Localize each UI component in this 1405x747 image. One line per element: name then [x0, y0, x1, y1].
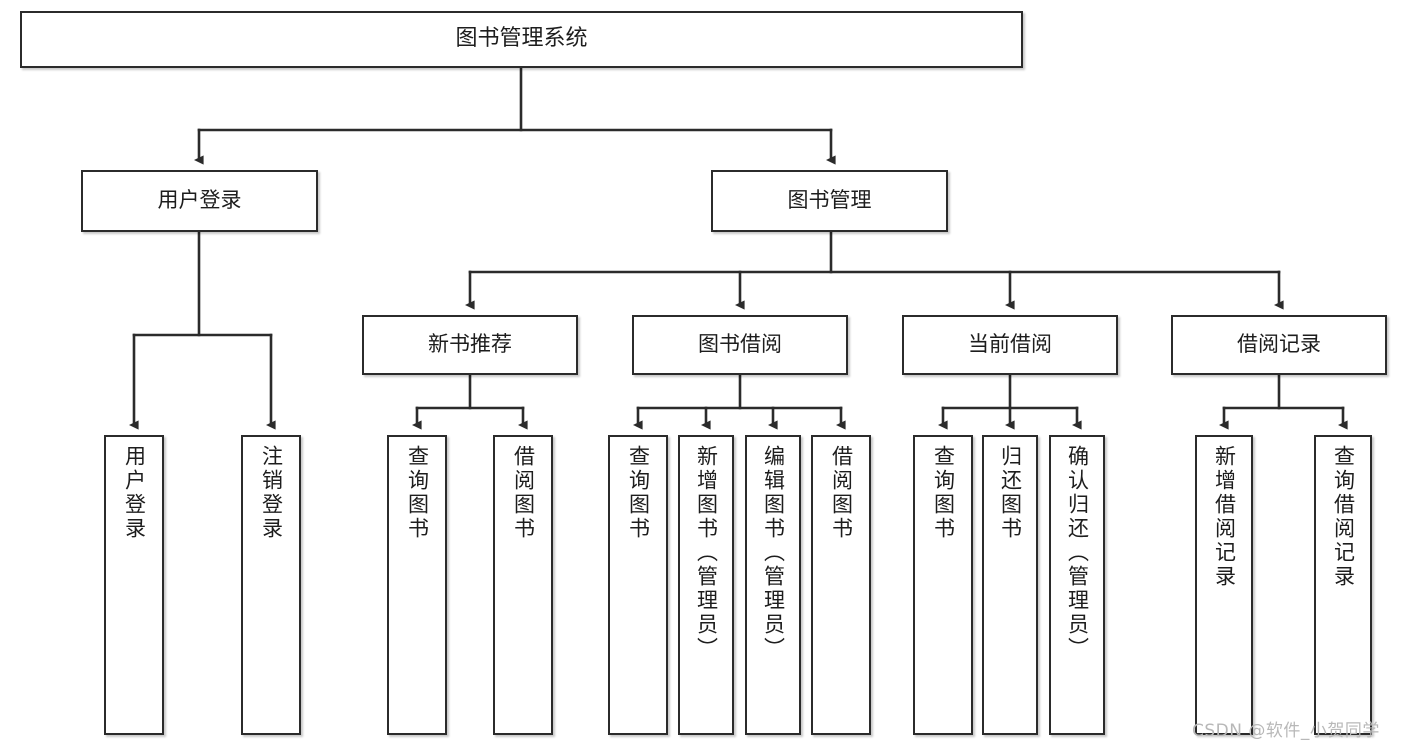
node-leaf-return-book-label: 归还图书 [998, 445, 1023, 541]
node-leaf-confirm-return[interactable]: 确认归还（管理员） [1049, 435, 1105, 735]
node-leaf-query-book-3[interactable]: 查询图书 [913, 435, 973, 735]
csdn-watermark: CSDN @软件_小贺同学 [1192, 721, 1380, 741]
node-leaf-user-login[interactable]: 用户登录 [104, 435, 164, 735]
node-leaf-query-book-3-label: 查询图书 [931, 445, 956, 541]
node-user-login[interactable]: 用户登录 [81, 170, 318, 232]
node-leaf-edit-book[interactable]: 编辑图书（管理员） [745, 435, 801, 735]
node-borrow-record-label: 借阅记录 [1237, 332, 1321, 357]
node-leaf-query-book-2[interactable]: 查询图书 [608, 435, 668, 735]
node-leaf-query-book-2-label: 查询图书 [626, 445, 651, 541]
node-leaf-query-book-1[interactable]: 查询图书 [387, 435, 447, 735]
node-book-borrow-label: 图书借阅 [698, 332, 782, 357]
node-new-book-recommend-label: 新书推荐 [428, 332, 512, 357]
node-leaf-borrow-book-2-label: 借阅图书 [829, 445, 854, 541]
node-leaf-query-record[interactable]: 查询借阅记录 [1314, 435, 1372, 735]
node-leaf-edit-book-label: 编辑图书（管理员） [761, 445, 786, 661]
node-book-manage[interactable]: 图书管理 [711, 170, 948, 232]
node-leaf-borrow-book-1-label: 借阅图书 [511, 445, 536, 541]
node-book-manage-label: 图书管理 [787, 188, 872, 213]
node-leaf-add-record-label: 新增借阅记录 [1212, 445, 1237, 589]
node-new-book-recommend[interactable]: 新书推荐 [362, 315, 578, 375]
node-user-login-label: 用户登录 [157, 188, 242, 213]
node-current-borrow-label: 当前借阅 [968, 332, 1052, 357]
node-leaf-add-record[interactable]: 新增借阅记录 [1195, 435, 1253, 735]
node-root-label: 图书管理系统 [455, 26, 588, 52]
node-current-borrow[interactable]: 当前借阅 [902, 315, 1118, 375]
node-leaf-add-book[interactable]: 新增图书（管理员） [678, 435, 734, 735]
node-leaf-user-logout[interactable]: 注销登录 [241, 435, 301, 735]
node-root[interactable]: 图书管理系统 [20, 11, 1023, 68]
node-leaf-return-book[interactable]: 归还图书 [982, 435, 1038, 735]
node-leaf-borrow-book-1[interactable]: 借阅图书 [493, 435, 553, 735]
node-leaf-add-book-label: 新增图书（管理员） [694, 445, 719, 661]
node-leaf-user-logout-label: 注销登录 [259, 445, 284, 541]
node-leaf-query-record-label: 查询借阅记录 [1331, 445, 1356, 589]
node-leaf-borrow-book-2[interactable]: 借阅图书 [811, 435, 871, 735]
node-borrow-record[interactable]: 借阅记录 [1171, 315, 1387, 375]
node-leaf-confirm-return-label: 确认归还（管理员） [1065, 445, 1090, 661]
node-leaf-query-book-1-label: 查询图书 [405, 445, 430, 541]
node-book-borrow[interactable]: 图书借阅 [632, 315, 848, 375]
node-leaf-user-login-label: 用户登录 [122, 445, 147, 541]
